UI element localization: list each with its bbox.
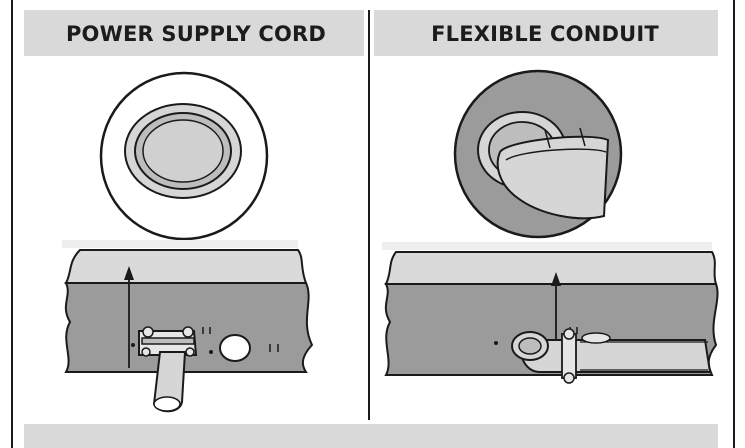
clamp-screw-right	[182, 326, 194, 338]
ground-mark	[269, 344, 279, 352]
conduit-clamp	[561, 333, 577, 379]
conduit-knockout	[581, 332, 611, 344]
cord-direction-arrow-head	[124, 266, 134, 280]
conduit-fitting-inner	[518, 337, 542, 355]
conduit-direction-arrow-head	[551, 272, 561, 286]
conduit-ridge-line	[505, 148, 607, 161]
conduit-closeup-illustration	[453, 69, 623, 239]
conduit-clamp-screw-bottom	[563, 372, 575, 384]
cord-box-top-face	[64, 249, 308, 284]
clamp-screw-lower-right	[185, 347, 195, 357]
power-supply-cord-title: POWER SUPPLY CORD	[66, 22, 326, 46]
header-bar-left	[24, 10, 364, 56]
cord-closeup-illustration	[99, 71, 269, 241]
screw-dot	[209, 350, 213, 354]
flexible-conduit-title: FLEXIBLE CONDUIT	[431, 22, 659, 46]
conduit-clamp-screw-top	[563, 328, 575, 340]
clamp-screw-lower-left	[141, 347, 151, 357]
screw-dot	[131, 343, 135, 347]
header-bar-right	[374, 10, 718, 56]
cord-end	[153, 396, 181, 412]
clamp-band	[141, 337, 195, 345]
screw-dot	[494, 341, 498, 345]
grommet-plug	[142, 119, 224, 183]
flexible-conduit	[520, 339, 712, 373]
conduit-box-top-face	[384, 251, 718, 285]
cord-junction-box-illustration	[64, 249, 314, 413]
cord-panel-shadow	[62, 240, 298, 248]
conduit-junction-box-illustration	[384, 251, 719, 384]
flexible-conduit-closeup	[496, 135, 610, 220]
clamp-screw-left	[142, 326, 154, 338]
footer-bar	[24, 424, 718, 448]
knockout-hole	[219, 334, 251, 362]
conduit-fitting-nut	[544, 127, 586, 149]
conduit-panel-shadow	[382, 242, 712, 250]
ground-mark	[202, 327, 211, 334]
